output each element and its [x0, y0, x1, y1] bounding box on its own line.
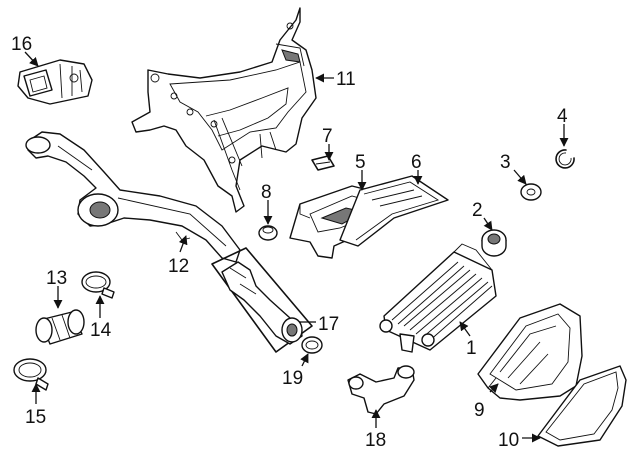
- callout-15: 15: [25, 407, 46, 428]
- callout-4: 4: [557, 106, 568, 127]
- callout-8: 8: [261, 182, 272, 203]
- callout-14: 14: [90, 320, 112, 341]
- part-8-grommet: [258, 225, 278, 241]
- callout-5: 5: [355, 152, 366, 173]
- callout-7: 7: [322, 126, 333, 147]
- callout-2: 2: [472, 200, 483, 221]
- callout-1: 1: [466, 338, 477, 359]
- part-10-gasket: [537, 365, 627, 447]
- callout-3: 3: [500, 152, 511, 173]
- part-15-clamp: [13, 358, 49, 391]
- callout-18: 18: [365, 430, 386, 451]
- callout-11: 11: [336, 69, 356, 90]
- callout-13: 13: [46, 268, 67, 289]
- callout-16: 16: [11, 34, 32, 55]
- leader-lines: [24, 51, 569, 443]
- callout-labels: 1 2 3 4 5 6 7 8 9 10 11 12 13 14 15 16 1…: [11, 34, 568, 451]
- callout-12: 12: [168, 256, 189, 277]
- part-7-clip: [311, 155, 335, 171]
- part-14-clamp: [81, 271, 115, 299]
- callout-9: 9: [474, 400, 485, 421]
- part-19-o-ring: [301, 336, 323, 354]
- part-3-washer: [520, 183, 542, 201]
- part-11-bracket: [131, 7, 317, 213]
- callout-19: 19: [282, 368, 303, 389]
- part-16-air-scoop: [17, 59, 93, 105]
- part-17-hose: [211, 247, 313, 353]
- part-2-seal: [481, 229, 507, 257]
- callout-17: 17: [318, 314, 339, 335]
- part-1-intercooler: [379, 243, 497, 353]
- part-18-hose: [347, 365, 415, 415]
- part-9-air-duct: [477, 303, 583, 401]
- callout-6: 6: [411, 152, 422, 173]
- part-4-c-clip: [555, 149, 575, 169]
- callout-10: 10: [498, 430, 519, 451]
- part-13-coupler: [35, 309, 85, 345]
- part-6-filter: [339, 175, 449, 247]
